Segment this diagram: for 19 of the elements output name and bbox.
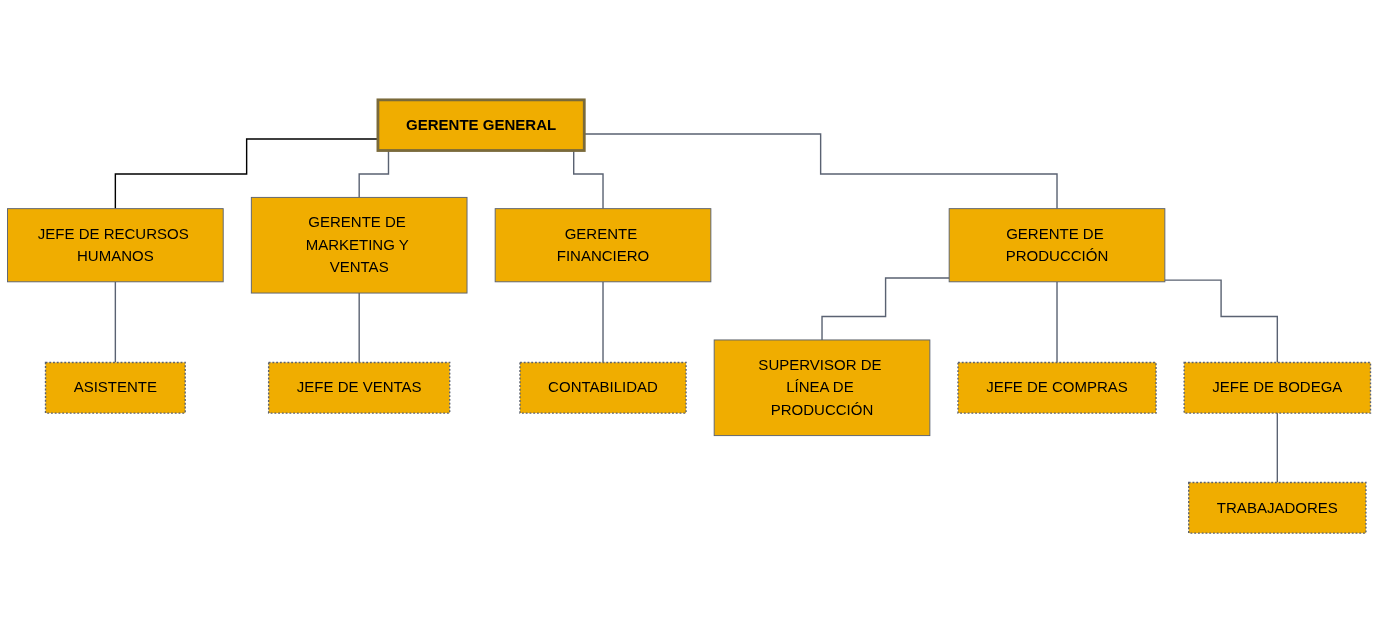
connector — [602, 281, 604, 364]
node-box: JEFE DE BODEGA — [1183, 361, 1372, 414]
connector — [358, 292, 360, 364]
node-box: ASISTENTE — [44, 361, 186, 414]
node-box: GERENTE GENERAL — [376, 98, 586, 152]
node-box: CONTABILIDAD — [519, 361, 687, 414]
node-box: JEFE DE COMPRAS — [957, 361, 1157, 414]
node-box: SUPERVISOR DE LÍNEA DE PRODUCCIÓN — [713, 339, 931, 437]
node-box: TRABAJADORES — [1188, 481, 1367, 534]
node-box: GERENTE FINANCIERO — [494, 208, 712, 283]
connector — [821, 277, 950, 341]
connector — [1056, 281, 1058, 364]
node-box: JEFE DE VENTAS — [267, 361, 451, 414]
node-box: GERENTE DE PRODUCCIÓN — [948, 208, 1166, 283]
connector — [114, 281, 117, 364]
connector — [1276, 412, 1279, 484]
connector — [1164, 279, 1279, 364]
node-box: GERENTE DE MARKETING Y VENTAS — [250, 196, 468, 294]
node-box: JEFE DE RECURSOS HUMANOS — [7, 208, 224, 283]
